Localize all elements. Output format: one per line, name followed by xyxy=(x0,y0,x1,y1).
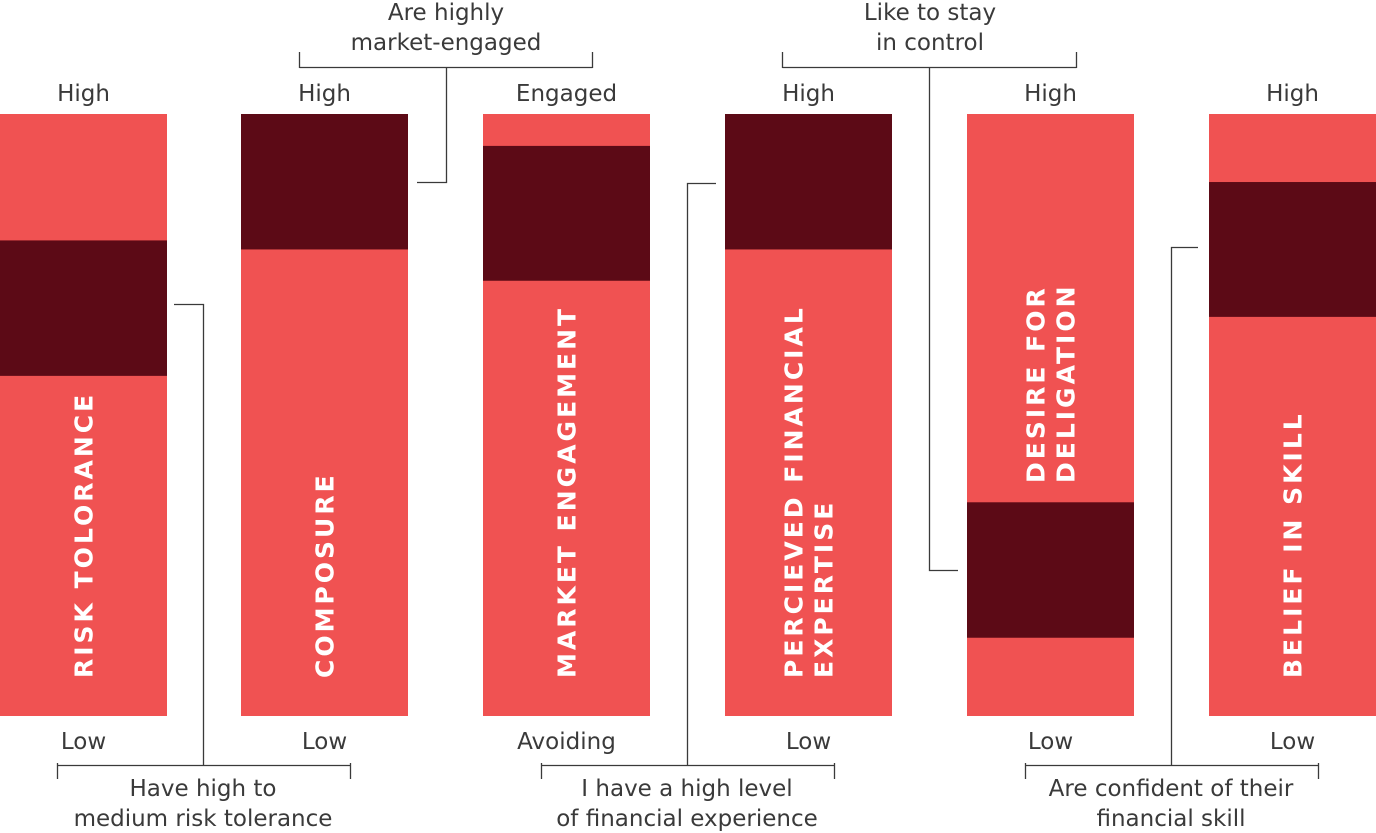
risk-tolerance-connector xyxy=(56,303,352,779)
stay-in-control-note: in control xyxy=(876,30,984,56)
belief-in-skill-bottom-label: Low xyxy=(1270,729,1315,755)
market-engaged-connector xyxy=(298,52,594,184)
perceived-financial-expertise-segment xyxy=(725,114,892,250)
market-engagement-top-label: Engaged xyxy=(516,81,617,107)
market-engagement-title-line: MARKET ENGAGEMENT xyxy=(553,306,582,678)
stay-in-control-note: Like to stay xyxy=(864,0,996,26)
desire-for-delegation-title-line: DELIGATION xyxy=(1052,283,1081,483)
market-engagement-bottom-label: Avoiding xyxy=(517,729,616,755)
market-engaged-note: market-engaged xyxy=(351,30,542,56)
financial-experience-connector xyxy=(540,182,836,779)
desire-for-delegation-title-line: DESIRE FOR xyxy=(1022,285,1051,483)
risk-tolerance-top-label: High xyxy=(57,81,110,107)
belief-in-skill-top-label: High xyxy=(1266,81,1319,107)
stay-in-control-connector xyxy=(781,52,1078,572)
desire-for-delegation-segment xyxy=(967,502,1134,638)
perceived-financial-expertise-title-line: PERCIEVED FINANCIAL xyxy=(780,305,809,678)
belief-in-skill-title-line: BELIEF IN SKILL xyxy=(1279,411,1308,678)
composure-segment xyxy=(241,114,408,250)
composure-title-line: COMPOSURE xyxy=(311,472,340,678)
risk-tolerance-note: Have high to xyxy=(129,776,276,802)
risk-tolerance-note: medium risk tolerance xyxy=(74,806,333,832)
connector-lines xyxy=(56,52,1320,779)
market-engaged-note: Are highly xyxy=(388,0,504,26)
perceived-financial-expertise-bottom-label: Low xyxy=(786,729,831,755)
perceived-financial-expertise-title-line: EXPERTISE xyxy=(810,500,839,678)
belief-in-skill-segment xyxy=(1209,182,1376,317)
desire-for-delegation-bottom-label: Low xyxy=(1028,729,1073,755)
risk-tolerance-segment xyxy=(0,240,167,376)
financial-experience-note: of financial experience xyxy=(556,806,818,832)
risk-tolerance-bar xyxy=(0,114,167,716)
financial-skill-connector xyxy=(1024,246,1320,779)
risk-tolerance-title-line: RISK TOLORANCE xyxy=(70,392,99,678)
market-engagement-segment xyxy=(483,145,650,281)
composure-top-label: High xyxy=(298,81,351,107)
desire-for-delegation-top-label: High xyxy=(1024,81,1077,107)
perceived-financial-expertise-top-label: High xyxy=(782,81,835,107)
financial-skill-note: Are confident of their xyxy=(1049,776,1294,802)
financial-experience-note: I have a high level xyxy=(581,776,792,802)
financial-skill-note: financial skill xyxy=(1096,806,1245,832)
risk-tolerance-bottom-label: Low xyxy=(61,729,106,755)
composure-bottom-label: Low xyxy=(302,729,347,755)
bars-layer xyxy=(0,114,1376,716)
